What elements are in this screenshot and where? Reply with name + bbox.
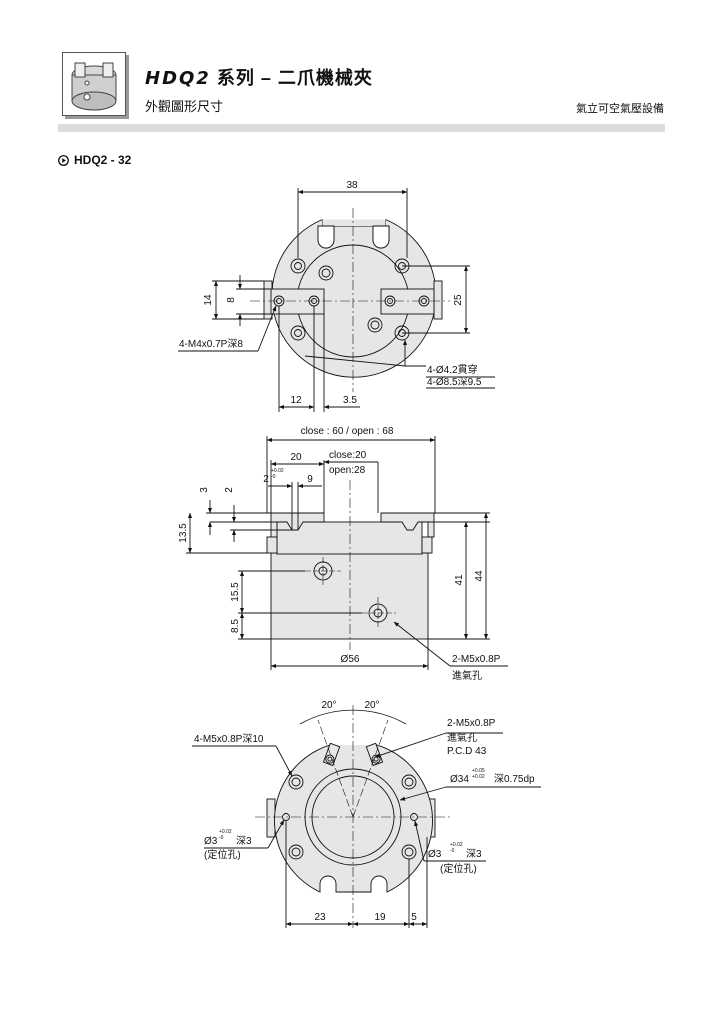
dim-close-open: close : 60 / open : 68: [301, 426, 394, 437]
note-pin-right: Ø3: [428, 849, 442, 860]
header-divider: [58, 124, 665, 132]
dim-12: 12: [290, 395, 302, 406]
side-view: [186, 436, 508, 670]
note-mount-holes: 4-M5x0.8P深10: [194, 733, 264, 745]
dim-41: 41: [454, 574, 465, 586]
note-pin-left-depth: 深3: [236, 835, 252, 847]
dim-9: 9: [307, 474, 313, 485]
dim-8-5: 8.5: [230, 619, 241, 633]
dim-open-28: open:28: [329, 465, 366, 476]
tol-d34-low: +0.02: [472, 774, 485, 780]
product-thumbnail: [62, 52, 126, 116]
tol-pin-right-low: -0: [450, 848, 455, 854]
note-through-holes: 4-Ø4.2貫穿: [427, 363, 478, 376]
dim-38: 38: [346, 180, 358, 191]
title-rest: 系列 – 二爪機械夾: [216, 68, 373, 88]
dim-2: 2: [224, 487, 235, 493]
note-pin-left: Ø3: [204, 836, 218, 847]
page-title: HDQ2 系列 – 二爪機械夾: [145, 64, 373, 90]
tol-pin-right-high: +0.02: [450, 842, 463, 848]
note-port-name: 進氣孔: [452, 669, 482, 682]
note-d34-depth: 深0.75dp: [494, 773, 535, 785]
page-subtitle: 外觀圖形尺寸: [145, 99, 224, 114]
note-tapped-holes: 4-M4x0.7P深8: [179, 338, 243, 350]
dim-25: 25: [453, 294, 464, 306]
top-view: [178, 188, 495, 412]
note-port-thread-2: 2-M5x0.8P: [447, 718, 496, 729]
tol-pin-left-high: +0.02: [219, 829, 232, 835]
tol-2-high: +0.02: [271, 468, 284, 474]
dim-close-20: close:20: [329, 450, 367, 461]
page-header: HDQ2 系列 – 二爪機械夾 外觀圖形尺寸 氣立可空氣壓設備: [0, 0, 724, 135]
play-circle-icon: [58, 154, 69, 166]
dim-3-5: 3.5: [343, 395, 357, 406]
note-d34: Ø34: [450, 774, 469, 785]
dim-3: 3: [199, 487, 210, 493]
note-pin-left-label: (定位孔): [204, 848, 241, 861]
tol-pin-left-low: -0: [219, 835, 224, 841]
dim-13-5: 13.5: [178, 523, 189, 543]
dim-14: 14: [203, 294, 214, 306]
tol-2-low: -0: [271, 474, 276, 480]
note-pin-right-depth: 深3: [466, 848, 482, 860]
dim-8: 8: [226, 297, 237, 303]
dim-2-tol: 2: [263, 474, 269, 485]
company-name: 氣立可空氣壓設備: [576, 103, 664, 115]
note-port-thread: 2-M5x0.8P: [452, 654, 501, 665]
angle-right: 20°: [364, 700, 379, 711]
dim-44: 44: [474, 570, 485, 582]
title-brand: HDQ2: [145, 68, 211, 89]
tol-d34-high: +0.05: [472, 768, 485, 774]
note-port-name-2: 進氣孔: [447, 731, 477, 744]
dim-23: 23: [314, 912, 326, 923]
bottom-view: [192, 705, 541, 928]
dim-19: 19: [374, 912, 386, 923]
model-name: HDQ2 - 32: [74, 153, 132, 167]
model-label: HDQ2 - 32: [58, 153, 131, 167]
angle-left: 20°: [321, 700, 336, 711]
note-pcd: P.C.D 43: [447, 746, 487, 757]
dim-diameter-56: Ø56: [341, 654, 360, 665]
note-counterbore: 4-Ø8.5深9.5: [427, 376, 482, 388]
dim-15-5: 15.5: [230, 582, 241, 602]
note-pin-right-label: (定位孔): [440, 862, 477, 875]
dim-20: 20: [290, 452, 302, 463]
dim-5: 5: [411, 912, 417, 923]
gripper-product-icon: [71, 62, 117, 111]
